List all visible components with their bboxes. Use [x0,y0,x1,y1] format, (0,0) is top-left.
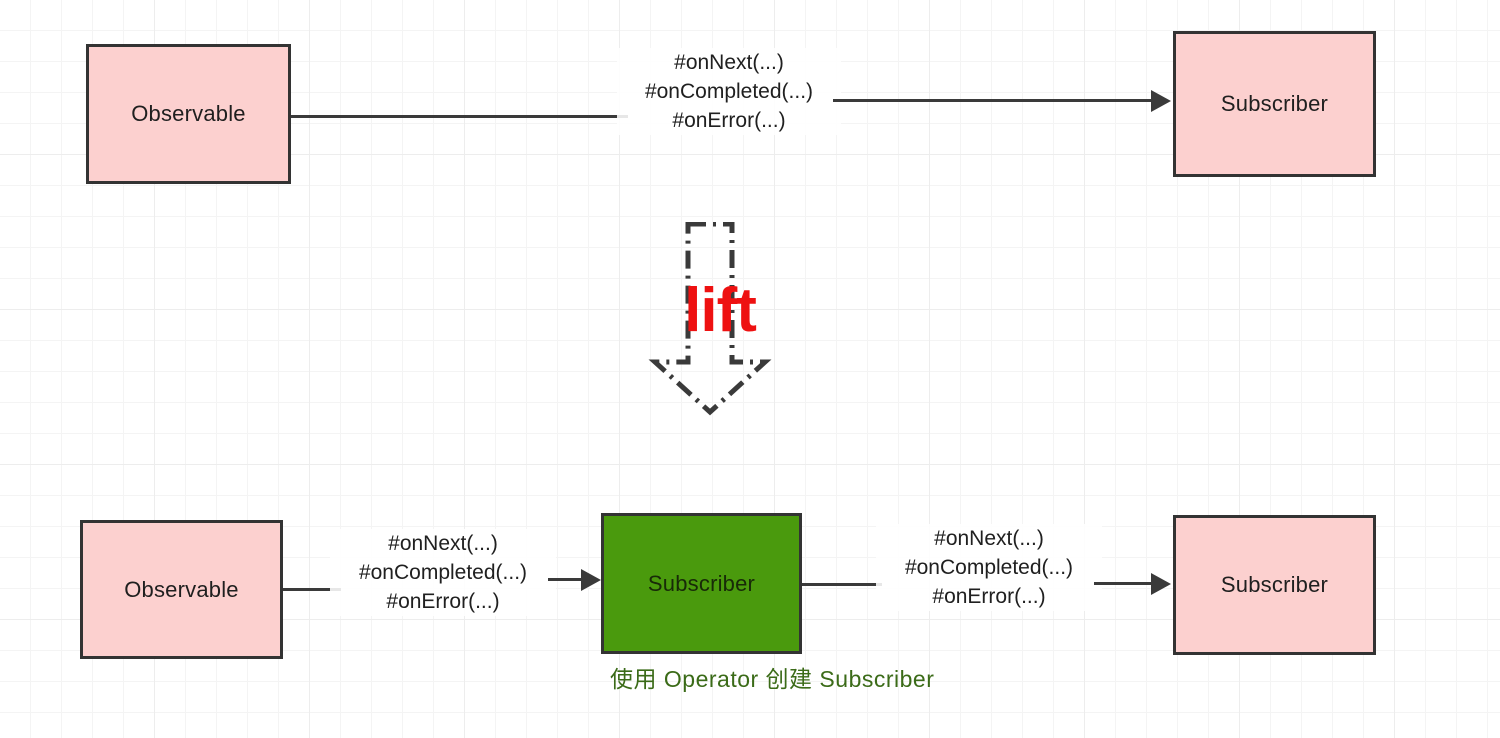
edge-top-right-segment [833,99,1151,102]
node-observable-top[interactable]: Observable [86,44,291,184]
edge-label-line-3: #onError(...) [672,109,786,132]
node-label: Observable [131,101,246,126]
lift-label: lift [684,276,757,345]
edge-label-line-2: #onCompleted(...) [904,556,1074,579]
edge-bottom-left-segment-b [548,578,581,581]
edge-label-line-3: #onError(...) [386,590,500,613]
edge-bottom-left-segment-a [283,588,341,591]
edge-label-line-1: #onNext(...) [388,532,498,555]
edge-label-top: #onNext(...) #onCompleted(...) #onError(… [617,48,841,135]
edge-label-bottom-left: #onNext(...) #onCompleted(...) #onError(… [330,529,556,616]
edge-top-arrowhead [1151,90,1171,112]
edge-bottom-right-segment-b [1094,582,1151,585]
node-observable-bottom[interactable]: Observable [80,520,283,659]
edge-label-line-3: #onError(...) [932,585,1046,608]
edge-bottom-left-arrowhead [581,569,601,591]
edge-bottom-right-segment-a [802,583,882,586]
node-subscriber-top[interactable]: Subscriber [1173,31,1376,177]
edge-bottom-right-arrowhead [1151,573,1171,595]
lift-down-arrow-icon [648,222,772,416]
edge-label-line-2: #onCompleted(...) [644,80,814,103]
node-label: Subscriber [1220,91,1329,116]
node-label: Observable [124,576,239,602]
node-subscriber-operator[interactable]: Subscriber [601,513,802,654]
edge-label-bottom-right: #onNext(...) #onCompleted(...) #onError(… [876,524,1102,611]
node-subscriber-bottom[interactable]: Subscriber [1173,515,1376,655]
edge-top-left-segment [291,115,628,118]
edge-label-line-2: #onCompleted(...) [358,561,528,584]
operator-caption: 使用 Operator 创建 Subscriber [610,666,935,692]
lift-transform-group: lift [640,222,800,422]
node-label: Subscriber [1220,572,1329,597]
node-label: Subscriber [647,570,756,596]
edge-label-line-1: #onNext(...) [674,51,784,74]
edge-label-line-1: #onNext(...) [934,527,1044,550]
